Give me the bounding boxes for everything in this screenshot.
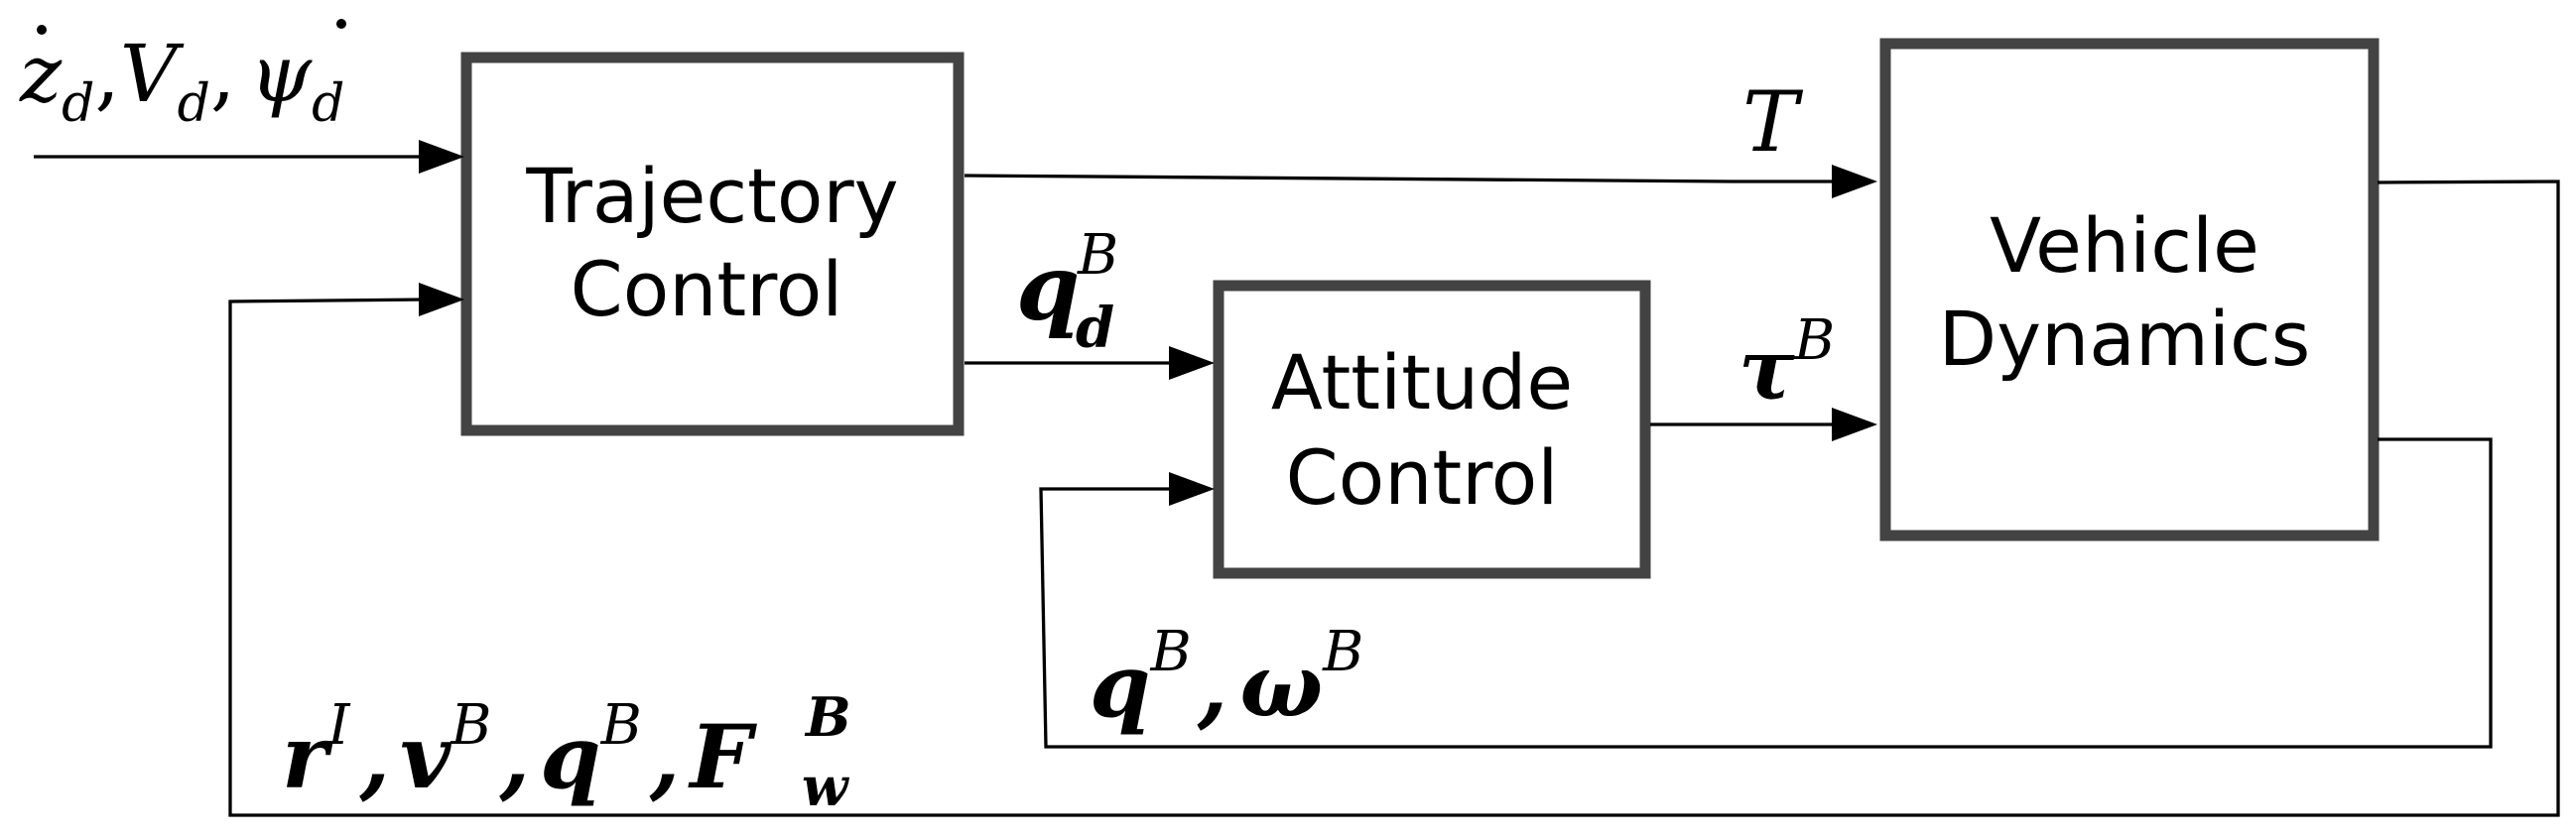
F-symbol: F: [687, 705, 757, 808]
q-subscript: d: [1076, 296, 1114, 361]
F-superscript: B: [804, 685, 851, 749]
attitude-control-label-line2: Control: [1286, 433, 1559, 522]
trajectory-control-label-line1: Trajectory: [525, 152, 898, 240]
separator: ,: [94, 28, 119, 120]
attitude-control-block: Attitude Control: [1213, 280, 1651, 579]
q-superscript: B: [1150, 620, 1192, 684]
reference-input-label: zd,Vd,ψd: [19, 19, 346, 134]
omega-symbol: ω: [1239, 634, 1323, 737]
q-symbol: q: [1016, 234, 1080, 341]
v-symbol: v: [400, 705, 451, 808]
V-subscript: d: [178, 74, 210, 134]
tau-symbol: τ: [1739, 320, 1795, 419]
vehicle-dynamics-block: Vehicle Dynamics: [1879, 38, 2380, 541]
thrust-label: T: [1742, 73, 1804, 171]
vehicle-dynamics-label-line2: Dynamics: [1939, 295, 2311, 383]
trajectory-control-block: Trajectory Control: [460, 52, 965, 436]
vehicle-dynamics-label-line1: Vehicle: [1990, 201, 2259, 290]
tau-superscript: B: [1793, 308, 1835, 373]
state-feedback-label: rI,vB,qB,F B w: [282, 685, 851, 818]
z-symbol: z: [19, 28, 63, 120]
thrust-arrow: [964, 165, 1877, 198]
svg-text:zd,Vd,ψd: zd,Vd,ψd: [19, 28, 344, 134]
psi-dot-accent: [336, 19, 346, 29]
v-superscript: B: [450, 693, 491, 758]
r-symbol: r: [282, 705, 333, 808]
attitude-control-label-line1: Attitude: [1271, 338, 1573, 426]
psi-symbol: ψ: [249, 28, 313, 120]
attitude-feedback-loop: [1039, 437, 2493, 749]
svg-text:rI,vB,qB,F: rI,vB,qB,F: [282, 693, 757, 808]
q-superscript: B: [1077, 223, 1118, 288]
z-subscript: d: [62, 74, 94, 134]
separator: ,: [1197, 634, 1228, 737]
q-superscript: B: [600, 693, 642, 758]
trajectory-control-label-line2: Control: [571, 245, 843, 333]
psi-subscript: d: [312, 74, 344, 134]
attitude-feedback-label: qB,ωB: [1090, 620, 1363, 737]
desired-attitude-arrow: [965, 346, 1215, 380]
F-subscript: w: [802, 755, 850, 818]
z-dot-accent: [37, 25, 47, 35]
torque-label: τ B: [1739, 308, 1835, 419]
omega-superscript: B: [1322, 620, 1363, 684]
separator: ,: [498, 705, 530, 808]
state-feedback-loop: [228, 180, 2560, 817]
reference-input-arrow: [34, 140, 464, 174]
desired-attitude-label: q B d: [1016, 223, 1118, 361]
q-symbol: q: [1090, 634, 1151, 737]
q-symbol: q: [540, 705, 601, 808]
V-symbol: V: [120, 28, 185, 120]
separator: ,: [649, 705, 681, 808]
r-superscript: I: [326, 693, 351, 758]
torque-arrow: [1650, 408, 1877, 441]
svg-text:qB,ωB: qB,ωB: [1090, 620, 1363, 737]
separator: ,: [359, 705, 391, 808]
separator: ,: [210, 28, 235, 120]
